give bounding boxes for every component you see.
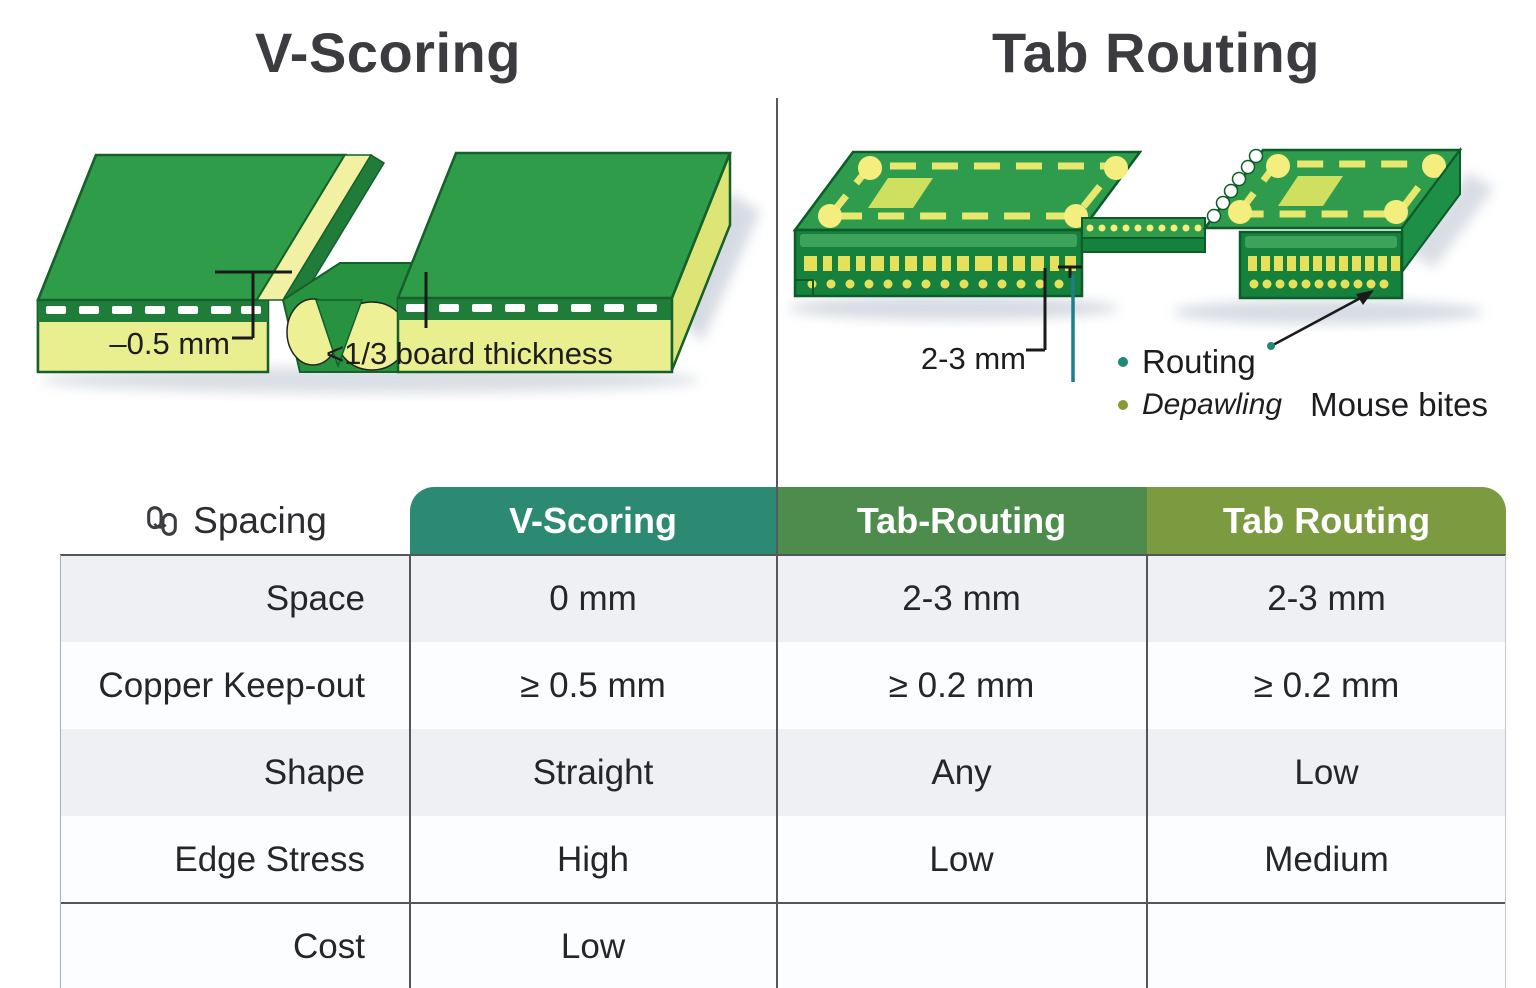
fiducial-pad bbox=[1384, 200, 1408, 224]
right-panel-pad bbox=[1278, 176, 1343, 206]
cell-value: ≥ 0.5 mm bbox=[520, 665, 666, 705]
tab-right-panel bbox=[1202, 146, 1463, 300]
fiducial-pad bbox=[818, 204, 842, 228]
column-header-vscoring: V-Scoring bbox=[410, 487, 776, 555]
tab-perforation-dots bbox=[1086, 224, 1202, 232]
fiducial-pad bbox=[1228, 200, 1252, 224]
right-panel-edge-highlight bbox=[1245, 236, 1397, 248]
left-panel-pad bbox=[868, 178, 933, 208]
groove-vee bbox=[314, 299, 364, 369]
column-divider-1 bbox=[409, 555, 411, 988]
column-header-tabrouting-perforated: Tab-Routing bbox=[776, 487, 1147, 555]
left-panel-edge-highlight bbox=[800, 234, 1077, 247]
table-left-edge bbox=[60, 555, 61, 988]
row-label: Copper Keep-out bbox=[98, 665, 365, 705]
cell-value: Any bbox=[931, 752, 992, 792]
row-label: Cost bbox=[293, 926, 365, 966]
fiducial-pad bbox=[858, 156, 882, 180]
vscore-thickness-label: <1/3 board thickness bbox=[326, 336, 613, 371]
breakout-tab bbox=[1081, 217, 1206, 253]
comparison-table: Spacing V-Scoring Tab-Routing Tab Routin… bbox=[60, 487, 1506, 988]
table-row-cost: Cost Low bbox=[60, 903, 1506, 988]
cell-value bbox=[1147, 903, 1506, 988]
depth-callout-lines bbox=[215, 270, 292, 340]
table-row-space: Space 0 mm 2-3 mm 2-3 mm bbox=[60, 555, 1506, 642]
routing-label: Routing bbox=[1142, 343, 1256, 380]
panel-shadow-left bbox=[788, 296, 1118, 320]
table-corner-cell: Spacing bbox=[60, 487, 410, 555]
table-row-edge-stress: Edge Stress High Low Medium bbox=[60, 816, 1506, 903]
left-panel-notch bbox=[795, 279, 814, 296]
routed-scallops bbox=[1206, 148, 1264, 224]
cost-row-topline bbox=[60, 902, 1506, 904]
cell-value: Medium bbox=[1264, 839, 1389, 879]
panel-shadow-right bbox=[1173, 300, 1483, 324]
mouse-bites-label: Mouse bites bbox=[1310, 386, 1489, 423]
column-divider-3 bbox=[1146, 555, 1148, 988]
table-header-row: Spacing V-Scoring Tab-Routing Tab Routin… bbox=[60, 487, 1506, 555]
table-row-shape: Shape Straight Any Low bbox=[60, 729, 1506, 816]
right-panel-mouse-bite-dots bbox=[1249, 279, 1389, 289]
right-board bbox=[396, 151, 732, 374]
vscoring-illustration bbox=[36, 151, 760, 393]
left-panel-edge-pads bbox=[804, 256, 1076, 271]
right-panel-edge-pads bbox=[1248, 256, 1400, 271]
cell-value: Low bbox=[929, 839, 994, 879]
fiducial-pad bbox=[1266, 154, 1290, 178]
vscore-dashed-line-right bbox=[406, 304, 657, 312]
fiducial-pad bbox=[1104, 156, 1128, 180]
row-label: Shape bbox=[263, 752, 365, 792]
depaneling-label: Depawling bbox=[1142, 388, 1283, 421]
vscore-depth-label: –0.5 mm bbox=[109, 326, 230, 361]
legend-depaneling: Depawling Mouse bites bbox=[1118, 386, 1488, 424]
tab-front-face bbox=[1081, 237, 1206, 253]
tabrouting-illustration bbox=[788, 146, 1494, 382]
tab-gap-label: 2-3 mm bbox=[920, 341, 1026, 376]
cell-value: ≥ 0.2 mm bbox=[1253, 665, 1400, 705]
cell-value: 2-3 mm bbox=[902, 578, 1021, 618]
table-row-copper-keepout: Copper Keep-out ≥ 0.5 mm ≥ 0.2 mm ≥ 0.2 … bbox=[60, 642, 1506, 729]
depaneling-bullet-icon bbox=[1118, 400, 1128, 410]
cell-value: Low bbox=[1294, 752, 1359, 792]
cell-value: ≥ 0.2 mm bbox=[888, 665, 1035, 705]
right-board-side-face bbox=[670, 152, 732, 371]
board-shadow bbox=[40, 367, 700, 393]
cell-value: 0 mm bbox=[549, 578, 637, 618]
cell-value bbox=[776, 903, 1147, 988]
left-panel-mouse-bite-dots bbox=[807, 279, 1064, 289]
vscore-dashed-line-left bbox=[46, 306, 261, 314]
page-title-vscoring: V-Scoring bbox=[255, 21, 521, 84]
legend-routing: Routing bbox=[1118, 343, 1256, 381]
tab-left-panel bbox=[792, 150, 1143, 298]
row-label: Space bbox=[265, 578, 365, 618]
left-board bbox=[36, 153, 386, 374]
mouse-bites-arrow bbox=[1267, 290, 1374, 350]
table-right-edge bbox=[1505, 555, 1506, 988]
gap-callout-lines bbox=[1026, 265, 1082, 352]
table-corner-label: Spacing bbox=[193, 500, 327, 541]
routing-bullet-icon bbox=[1118, 357, 1128, 367]
cell-value: 2-3 mm bbox=[1267, 578, 1386, 618]
column-header-tabrouting-solid: Tab Routing bbox=[1147, 487, 1506, 555]
panel-side-shadow bbox=[1408, 172, 1494, 268]
page-title-tabrouting: Tab Routing bbox=[992, 21, 1320, 84]
cell-value: Low bbox=[560, 926, 626, 966]
row-label: Edge Stress bbox=[174, 839, 365, 879]
cell-value: Straight bbox=[532, 752, 654, 792]
right-board-copper-strip bbox=[398, 298, 672, 320]
center-divider bbox=[776, 98, 778, 988]
header-underline bbox=[60, 554, 1506, 556]
fiducial-pad bbox=[1422, 154, 1446, 178]
link-icon bbox=[147, 506, 177, 536]
cell-value: High bbox=[557, 839, 629, 879]
